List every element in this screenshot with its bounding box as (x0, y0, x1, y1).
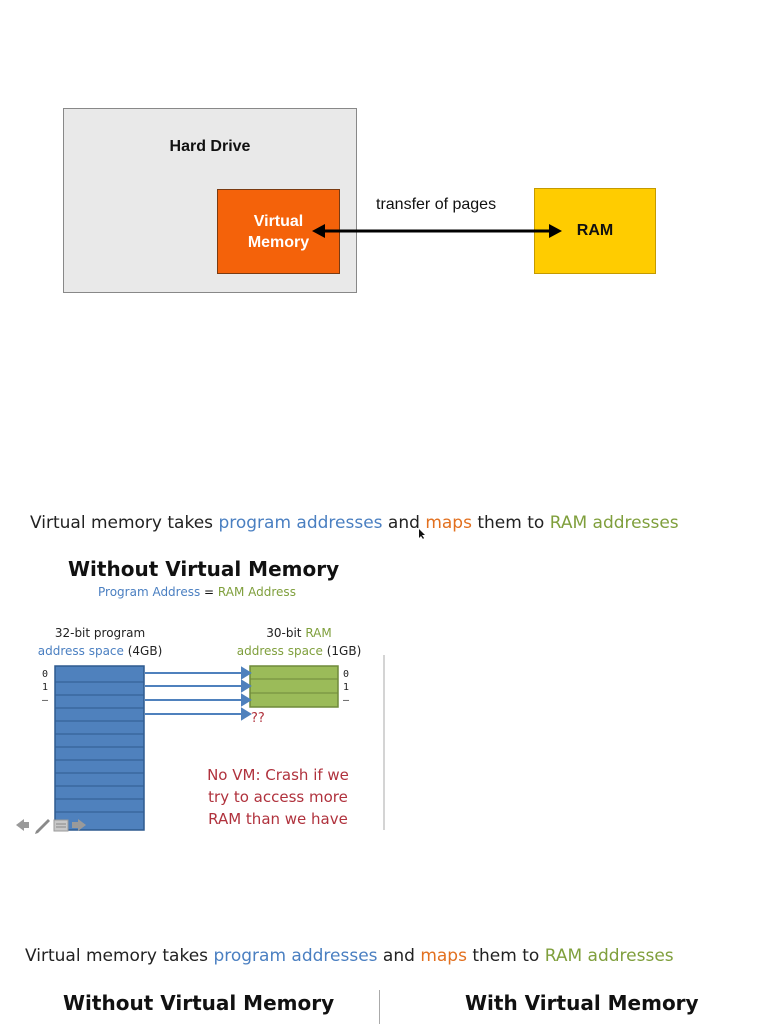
ram-address-column (249, 665, 339, 708)
caption-text: them to (471, 513, 550, 533)
caption-text: Virtual memory takes (25, 946, 214, 966)
caption-text: and (377, 946, 421, 966)
menu-icon (53, 819, 69, 832)
program-space-line2b: (4GB) (127, 644, 163, 658)
slide2-caption: Virtual memory takes program addresses a… (25, 946, 674, 966)
program-space-line2a: address space (37, 644, 128, 658)
crash-line: No VM: Crash if we (207, 766, 349, 784)
program-address-rows (55, 681, 144, 813)
slide2-title-right: With Virtual Memory (465, 991, 699, 1015)
caption-program-addresses: program addresses (218, 513, 383, 533)
previous-slide-icon (16, 819, 29, 831)
unmapped-question: ?? (251, 711, 265, 726)
program-space-line2: address space (4GB) (30, 642, 170, 660)
address-mapping-diagram (54, 655, 385, 831)
mouse-cursor-icon (419, 529, 425, 539)
hard-drive-label: Hard Drive (169, 138, 251, 155)
pen-icon (35, 819, 50, 834)
caption-program-addresses: program addresses (213, 946, 378, 966)
caption-ram-addresses: RAM addresses (544, 946, 674, 966)
ram-space-line2a: address space (236, 644, 327, 658)
caption-maps: maps (425, 513, 472, 533)
slide1-caption: Virtual memory takes program addresses a… (30, 513, 679, 533)
slide1-title: Without Virtual Memory (68, 557, 340, 581)
crash-line: try to access more (208, 788, 348, 806)
subtitle-program: Program Address (98, 585, 201, 599)
subtitle-eq: = (200, 585, 218, 599)
index-label: 0 (343, 669, 350, 680)
right-index: 0 1 – (343, 668, 349, 707)
slide2-title-left: Without Virtual Memory (63, 991, 335, 1015)
ram-box: RAM (534, 188, 656, 274)
crash-line: RAM than we have (208, 810, 348, 828)
caption-text: them to (466, 946, 545, 966)
slide1-subtitle: Program Address = RAM Address (98, 585, 296, 599)
mapping-arrows (145, 666, 252, 721)
index-label: 0 (42, 669, 49, 680)
index-label: 1 (343, 682, 350, 693)
ram-space-line2b: (1GB) (326, 644, 362, 658)
caption-maps: maps (420, 946, 467, 966)
slide2-divider (379, 990, 380, 1024)
caption-text: and (382, 513, 426, 533)
index-label: – (343, 695, 350, 706)
next-slide-icon (72, 819, 86, 831)
transfer-label: transfer of pages (376, 196, 497, 213)
transfer-arrow (312, 224, 562, 238)
ram-space-label: 30-bit RAM address space (1GB) (232, 624, 366, 660)
index-label: – (42, 695, 49, 706)
caption-ram-addresses: RAM addresses (549, 513, 679, 533)
program-space-label: 32-bit program address space (4GB) (30, 624, 170, 660)
caption-text: Virtual memory takes (30, 513, 219, 533)
ram-space-line1a: 30-bit (266, 626, 306, 640)
program-address-column (54, 665, 145, 831)
ram-space-line1b: RAM (305, 626, 332, 640)
subtitle-ram: RAM Address (217, 585, 296, 599)
left-index: 0 1 – (42, 668, 48, 707)
crash-note: No VM: Crash if we try to access more RA… (188, 764, 368, 830)
ram-address-rows (250, 678, 338, 694)
slide-navigation-toolbar (16, 819, 86, 834)
program-space-line1: 32-bit program (54, 626, 146, 640)
index-label: 1 (42, 682, 49, 693)
